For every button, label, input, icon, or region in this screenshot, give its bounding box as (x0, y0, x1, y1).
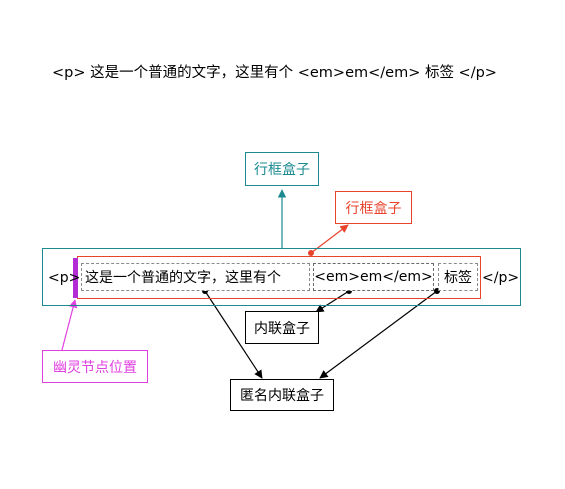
em-box: <em>em</em> (313, 263, 434, 291)
arrow-inline (315, 290, 350, 313)
anon-text-box: 这是一个普通的文字，这里有个 (81, 263, 310, 291)
tail-text-box: 标签 (438, 263, 478, 291)
label-anon-inline-box: 匿名内联盒子 (230, 379, 334, 411)
label-inline-line-box: 行框盒子 (335, 191, 412, 224)
label-line-box: 行框盒子 (245, 152, 319, 186)
p-open-tag: <p> (48, 270, 81, 286)
code-line: <p> 这是一个普通的文字，这里有个 <em>em</em> 标签 </p> (52, 65, 497, 81)
p-close-tag: </p> (482, 270, 520, 286)
ghost-node-bar (73, 258, 78, 298)
line-box-outer (42, 248, 521, 306)
label-ghost-node: 幽灵节点位置 (42, 350, 148, 383)
arrow-ghost-node (61, 299, 78, 351)
arrow-origin-dot-red (308, 250, 314, 256)
label-inline-box: 内联盒子 (245, 311, 319, 344)
